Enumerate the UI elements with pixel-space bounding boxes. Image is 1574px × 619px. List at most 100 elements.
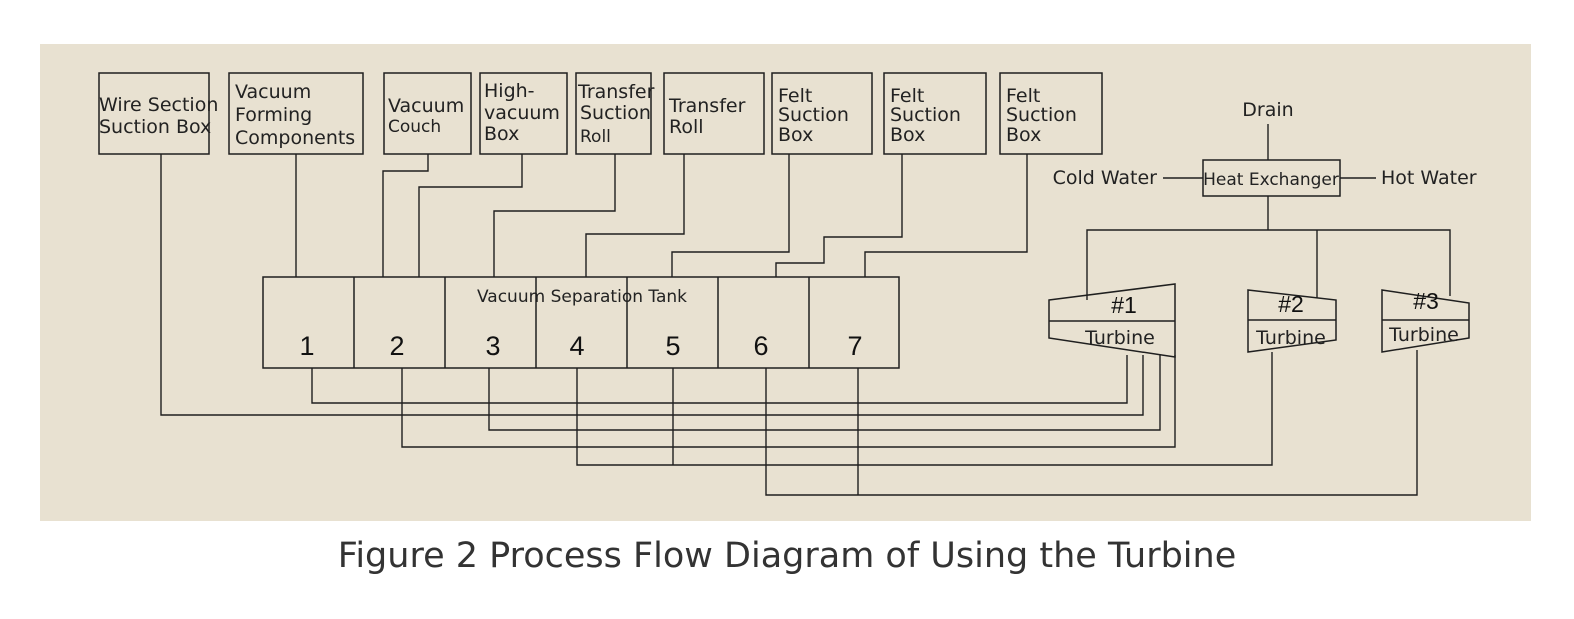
suction-unit-label-line: Vacuum: [388, 95, 464, 117]
suction-unit-label-line: Box: [484, 123, 519, 145]
suction-unit-felt-suction-box-2: Felt Suction Box: [883, 72, 987, 155]
svg-text:Forming: Forming: [235, 104, 312, 126]
svg-text:2: 2: [389, 331, 404, 361]
figure-caption: Figure 2 Process Flow Diagram of Using t…: [337, 536, 1237, 576]
suction-unit-label-line: Felt: [778, 85, 812, 107]
suction-unit-label-line: Roll: [580, 127, 611, 147]
turbine-1: #1 Turbine: [1048, 283, 1176, 358]
svg-text:4: 4: [569, 331, 584, 361]
suction-unit-label-line: Box: [1006, 124, 1041, 146]
hot-water-label: Hot Water: [1381, 167, 1477, 189]
suction-unit-label-line: Suction: [580, 102, 651, 124]
suction-unit-label-line: Suction: [1006, 104, 1077, 126]
cold-water-label: Cold Water: [1053, 167, 1158, 189]
tank-compartment-number: 4: [569, 331, 584, 361]
suction-unit-wire-section-suction-box: Wire Section Suction Box: [98, 72, 218, 155]
turbine-number: #1: [1111, 292, 1137, 318]
suction-unit-label-line: Roll: [669, 116, 704, 138]
suction-unit-label-line: Felt: [890, 85, 924, 107]
turbine-return-lines: [160, 154, 1418, 496]
svg-text:1: 1: [299, 331, 314, 361]
svg-text:Turbine: Turbine: [1388, 324, 1459, 346]
vacuum-separation-tank: Vacuum Separation Tank 1 2 3 4 5 6 7: [262, 276, 900, 369]
svg-text:Vacuum: Vacuum: [388, 95, 464, 117]
svg-text:Suction: Suction: [1006, 104, 1077, 126]
tank-compartment-number: 7: [847, 331, 862, 361]
svg-text:#3: #3: [1413, 288, 1439, 314]
suction-unit-label-line: Box: [778, 124, 813, 146]
suction-unit-label-line: Forming: [235, 104, 312, 126]
suction-unit-label-line: Box: [890, 124, 925, 146]
svg-text:Roll: Roll: [580, 127, 611, 147]
suction-unit-vacuum-couch: Vacuum Couch: [383, 72, 472, 155]
svg-text:3: 3: [485, 331, 500, 361]
process-flow-diagram: Wire Section Suction Box Vacuum Forming …: [40, 44, 1531, 521]
svg-text:Vacuum Separation Tank: Vacuum Separation Tank: [477, 287, 687, 307]
svg-text:6: 6: [753, 331, 768, 361]
svg-text:7: 7: [847, 331, 862, 361]
tank-compartment-number: 1: [299, 331, 314, 361]
svg-text:Drain: Drain: [1242, 99, 1293, 121]
svg-text:Roll: Roll: [669, 116, 704, 138]
svg-text:Box: Box: [890, 124, 925, 146]
suction-unit-label-line: Suction: [890, 104, 961, 126]
svg-text:Box: Box: [484, 123, 519, 145]
suction-unit-label-line: vacuum: [484, 102, 560, 124]
svg-text:Box: Box: [778, 124, 813, 146]
svg-text:Heat Exchanger: Heat Exchanger: [1203, 170, 1339, 190]
svg-text:Felt: Felt: [1006, 85, 1040, 107]
suction-unit-felt-suction-box-1: Felt Suction Box: [771, 72, 873, 155]
svg-text:Turbine: Turbine: [1084, 327, 1155, 349]
svg-text:#2: #2: [1278, 291, 1304, 317]
suction-unit-transfer-roll: Transfer Roll: [663, 72, 765, 155]
svg-text:Suction: Suction: [890, 104, 961, 126]
suction-unit-label-line: Felt: [1006, 85, 1040, 107]
tank-compartment-number: 5: [665, 331, 680, 361]
drain-label: Drain: [1242, 99, 1293, 121]
suction-unit-label-line: Wire Section: [99, 94, 218, 116]
svg-text:Turbine: Turbine: [1255, 327, 1326, 349]
turbine-3: #3 Turbine: [1381, 288, 1470, 353]
tank-compartment-number: 6: [753, 331, 768, 361]
turbine-number: #3: [1413, 288, 1439, 314]
turbine-label: Turbine: [1388, 324, 1459, 346]
svg-text:Suction Box: Suction Box: [99, 116, 211, 138]
svg-text:Vacuum: Vacuum: [235, 81, 311, 103]
svg-text:Suction: Suction: [580, 102, 651, 124]
heat-exchanger-assembly: Heat Exchanger Drain Cold Water Hot Wate…: [1053, 99, 1477, 300]
svg-text:Felt: Felt: [778, 85, 812, 107]
turbine-label: Turbine: [1255, 327, 1326, 349]
svg-text:Suction: Suction: [778, 104, 849, 126]
svg-text:5: 5: [665, 331, 680, 361]
tank-compartment-number: 3: [485, 331, 500, 361]
svg-text:Transfer: Transfer: [668, 95, 746, 117]
suction-unit-vacuum-forming-components: Vacuum Forming Components: [228, 72, 364, 155]
suction-unit-label-line: Transfer: [668, 95, 746, 117]
suction-unit-transfer-suction-roll: Transfer Suction Roll: [575, 72, 655, 155]
svg-text:Couch: Couch: [388, 117, 441, 137]
heat-exchanger-label: Heat Exchanger: [1203, 170, 1339, 190]
tank-compartment-number: 2: [389, 331, 404, 361]
suction-unit-label-line: Transfer: [577, 81, 655, 103]
suction-units: Wire Section Suction Box Vacuum Forming …: [98, 72, 1103, 155]
suction-unit-label-line: Suction Box: [99, 116, 211, 138]
svg-text:Transfer: Transfer: [577, 81, 655, 103]
suction-unit-label-line: Suction: [778, 104, 849, 126]
svg-text:Cold Water: Cold Water: [1053, 167, 1158, 189]
svg-text:Box: Box: [1006, 124, 1041, 146]
diagram-background: [40, 44, 1531, 521]
svg-text:Wire Section: Wire Section: [99, 94, 218, 116]
suction-to-tank-lines: [295, 154, 1028, 277]
suction-unit-label-line: High-: [484, 80, 535, 102]
svg-text:High-: High-: [484, 80, 535, 102]
turbine-2: #2 Turbine: [1247, 289, 1337, 353]
svg-text:vacuum: vacuum: [484, 102, 560, 124]
tank-label: Vacuum Separation Tank: [477, 287, 687, 307]
svg-text:Components: Components: [235, 127, 355, 149]
suction-unit-high-vacuum-box: High- vacuum Box: [479, 72, 568, 155]
svg-text:Hot Water: Hot Water: [1381, 167, 1477, 189]
suction-unit-label-line: Vacuum: [235, 81, 311, 103]
suction-unit-felt-suction-box-3: Felt Suction Box: [999, 72, 1103, 155]
turbine-number: #2: [1278, 291, 1304, 317]
svg-text:#1: #1: [1111, 292, 1137, 318]
